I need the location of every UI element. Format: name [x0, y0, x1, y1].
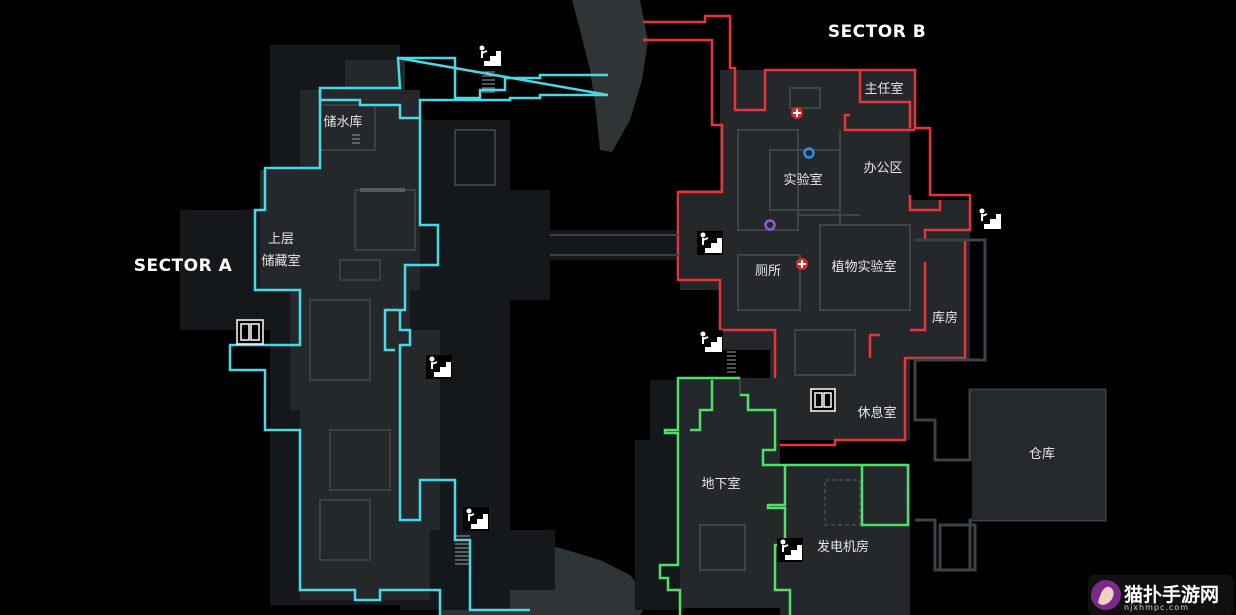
room-label-water-storage: 储水库	[323, 114, 363, 130]
medical-cross-icon	[791, 107, 803, 119]
sector-a-outline	[318, 56, 609, 120]
room-label-upper-storage-line2: 储藏室	[261, 253, 301, 269]
elevator-icon	[810, 388, 836, 412]
stairs-icon	[976, 207, 1002, 231]
stairs-icon	[777, 538, 803, 562]
room-label-basement: 地下室	[701, 476, 741, 492]
room-label-storeroom: 库房	[931, 310, 959, 326]
room-label-director: 主任室	[864, 81, 904, 97]
sector-b-label: SECTOR B	[827, 22, 927, 42]
room-label-upper-storage-line1: 上层	[267, 231, 295, 247]
room-label-office: 办公区	[863, 160, 903, 176]
basement-inner	[699, 378, 861, 571]
watermark-logo	[1088, 575, 1234, 615]
room-label-lounge: 休息室	[857, 405, 897, 421]
grey-corridors	[913, 238, 1107, 572]
stairs-icon	[463, 507, 489, 531]
stairs-icon	[476, 44, 502, 68]
room-label-plant-lab: 植物实验室	[831, 259, 897, 275]
sector-b-inner-walls	[737, 87, 911, 376]
watermark-url: njxhmpc.com	[1124, 603, 1189, 612]
basement-outline	[658, 376, 910, 615]
room-label-restroom: 厕所	[754, 263, 782, 279]
objective-marker-icon	[803, 147, 815, 159]
sector-b-outline	[643, 14, 972, 447]
stair-steps	[352, 71, 736, 565]
objective-marker-icon	[764, 219, 776, 231]
elevator-icon	[236, 319, 264, 345]
connector	[454, 129, 680, 256]
watermark-title: 猫扑手游网	[1124, 584, 1220, 606]
room-label-generator: 发电机房	[816, 539, 870, 555]
room-label-warehouse: 仓库	[1028, 446, 1056, 462]
medical-cross-icon	[796, 258, 808, 270]
warehouse-block	[972, 390, 1105, 520]
stairs-icon	[697, 330, 723, 354]
stairs-icon	[697, 231, 723, 255]
stairs-icon	[426, 355, 452, 379]
room-label-lab: 实验室	[783, 172, 823, 188]
water-area-top	[572, 0, 648, 152]
sector-a-label: SECTOR A	[133, 256, 233, 276]
